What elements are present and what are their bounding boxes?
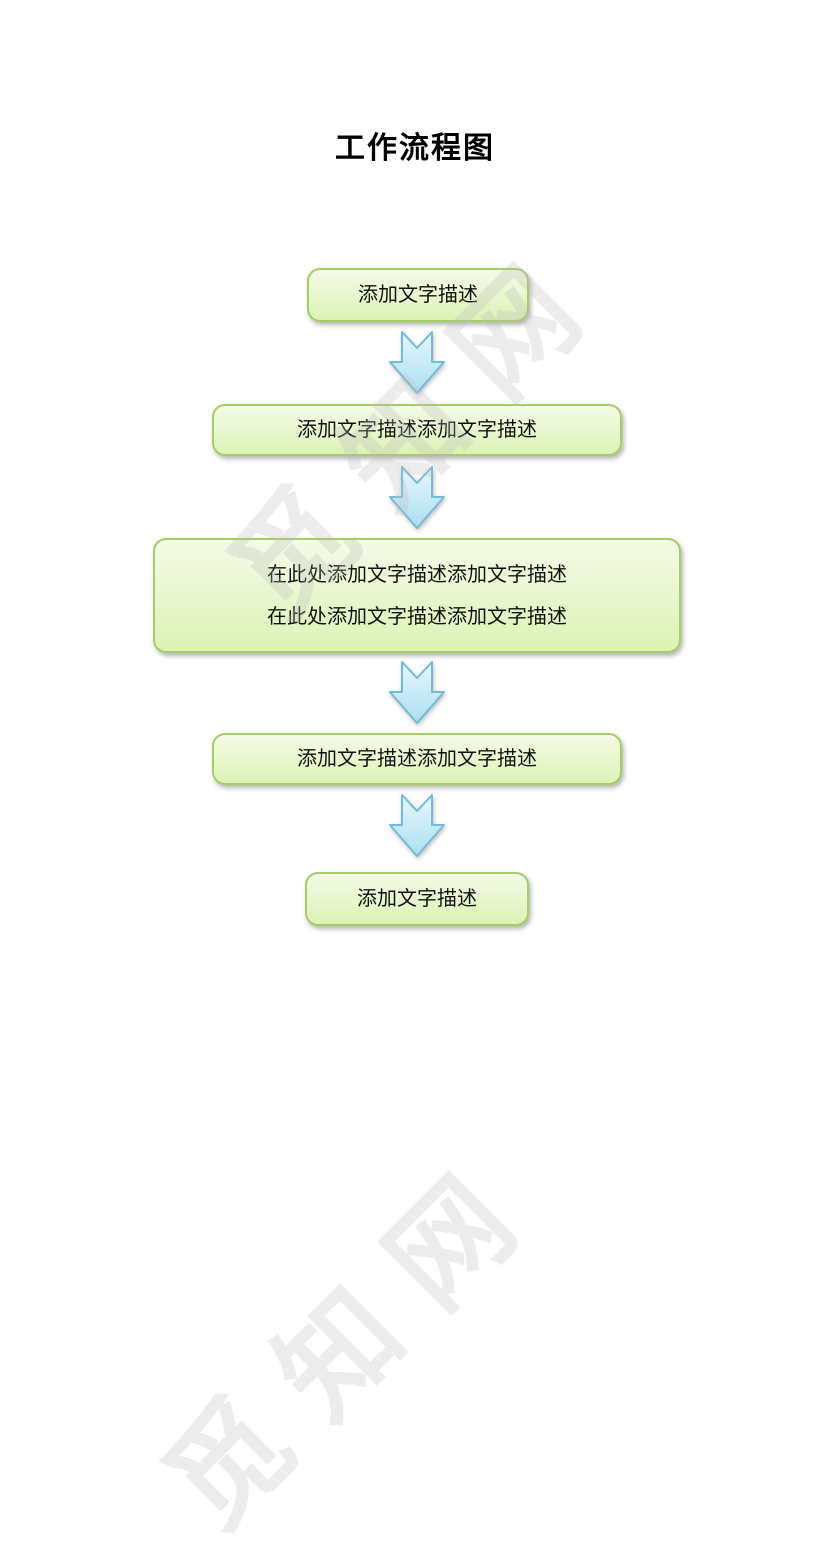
flow-node-step-5: 添加文字描述 [305, 872, 529, 926]
flow-node-label: 添加文字描述 [358, 284, 478, 306]
flow-node-step-4: 添加文字描述添加文字描述 [212, 733, 622, 785]
flow-node-step-1: 添加文字描述 [307, 268, 529, 322]
page-title: 工作流程图 [335, 132, 495, 166]
down-arrow-icon [389, 794, 445, 857]
down-arrow-icon [389, 466, 445, 529]
down-arrow-icon [389, 661, 445, 724]
flowchart-canvas: 工作流程图 觅知网 觅知网 添加文字描述 添加文字描述添加文字描述 在此处添加文… [142, 132, 681, 1553]
watermark-text-partial: 觅知网 [141, 1128, 567, 1553]
flow-node-label: 在此处添加文字描述添加文字描述 [267, 563, 567, 586]
flow-node-label: 添加文字描述添加文字描述 [297, 748, 537, 770]
flow-node-label: 添加文字描述 [357, 888, 477, 910]
flow-node-label: 在此处添加文字描述添加文字描述 [267, 605, 567, 628]
flow-node-step-2: 添加文字描述添加文字描述 [212, 404, 622, 456]
flow-node-label: 添加文字描述添加文字描述 [297, 419, 537, 441]
down-arrow-icon [389, 331, 445, 394]
flow-node-step-3: 在此处添加文字描述添加文字描述 在此处添加文字描述添加文字描述 [153, 538, 681, 653]
